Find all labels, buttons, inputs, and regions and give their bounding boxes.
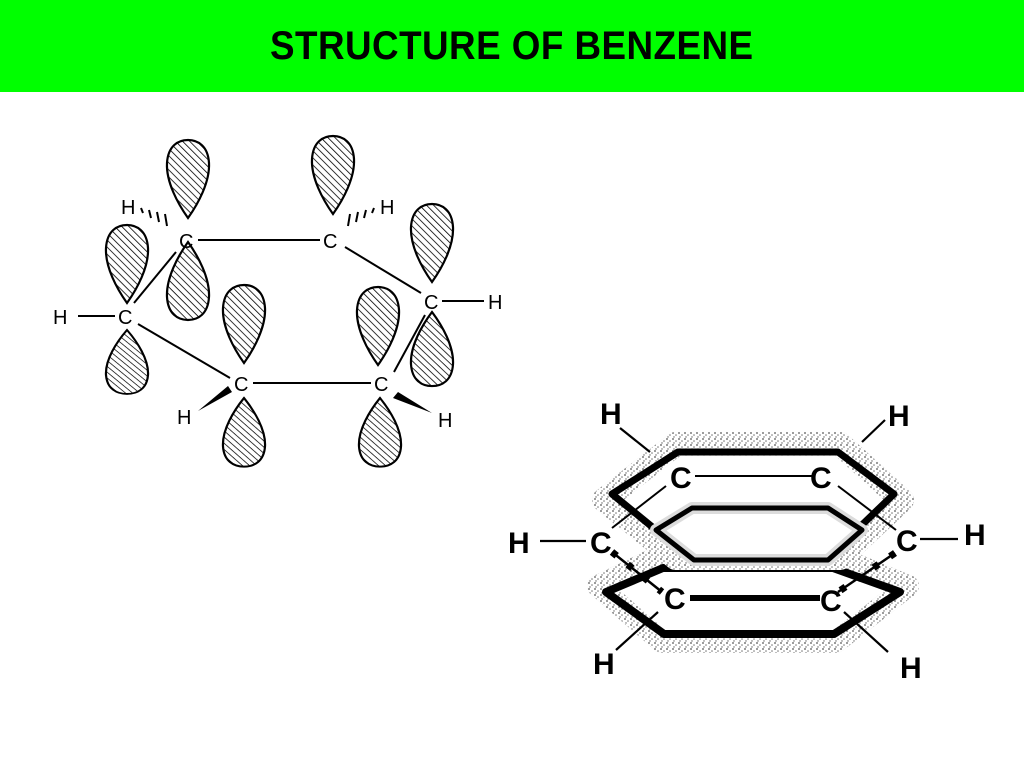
carbon-label: C [670, 462, 692, 495]
upper-pi-cloud [592, 432, 914, 570]
page-title: STRUCTURE OF BENZENE [270, 23, 754, 68]
hashed-bond-left [140, 207, 168, 227]
carbon-label: C [896, 525, 918, 558]
carbon-label: C [820, 585, 842, 618]
hydrogen-label: H [600, 398, 622, 431]
carbon-label: C [118, 307, 132, 329]
carbon-label: C [424, 292, 438, 314]
hydrogen-label: H [121, 197, 135, 219]
ring-atom-labels: C C C C C C H H H H H H [508, 398, 986, 685]
hydrogen-label: H [53, 307, 67, 329]
orbital-atom-labels: C C C C C C H H H H H H [53, 197, 502, 432]
carbon-label: C [323, 231, 337, 253]
title-banner: STRUCTURE OF BENZENE [0, 0, 1024, 92]
carbon-label: C [374, 374, 388, 396]
hydrogen-label: H [900, 652, 922, 685]
hydrogen-label: H [438, 410, 452, 432]
ring-ch-bonds [540, 419, 958, 653]
carbon-label: C [810, 462, 832, 495]
hydrogen-label: H [593, 648, 615, 681]
ring-sigma-bonds [133, 239, 426, 384]
carbon-label: C [590, 527, 612, 560]
hydrogen-label: H [380, 197, 394, 219]
hydrogen-label: H [888, 400, 910, 433]
carbon-label: C [664, 583, 686, 616]
hydrogen-label: H [488, 292, 502, 314]
wedge-bond-left [198, 386, 232, 411]
hydrogen-label: H [964, 519, 986, 552]
pi-cloud-diagram: C C C C C C H H H H H H [508, 398, 986, 685]
p-orbital-diagram: C C C C C C H H H H H H [53, 134, 502, 468]
hydrogen-label: H [508, 527, 530, 560]
ch-bonds [78, 207, 484, 413]
wedge-bond-right [393, 392, 432, 413]
carbon-label: C [234, 374, 248, 396]
hydrogen-label: H [177, 407, 191, 429]
ring-sigma-framework [609, 475, 897, 601]
p-orbital-lobes [104, 134, 455, 468]
hashed-bond-right [347, 207, 375, 227]
carbon-label: C [179, 231, 193, 253]
